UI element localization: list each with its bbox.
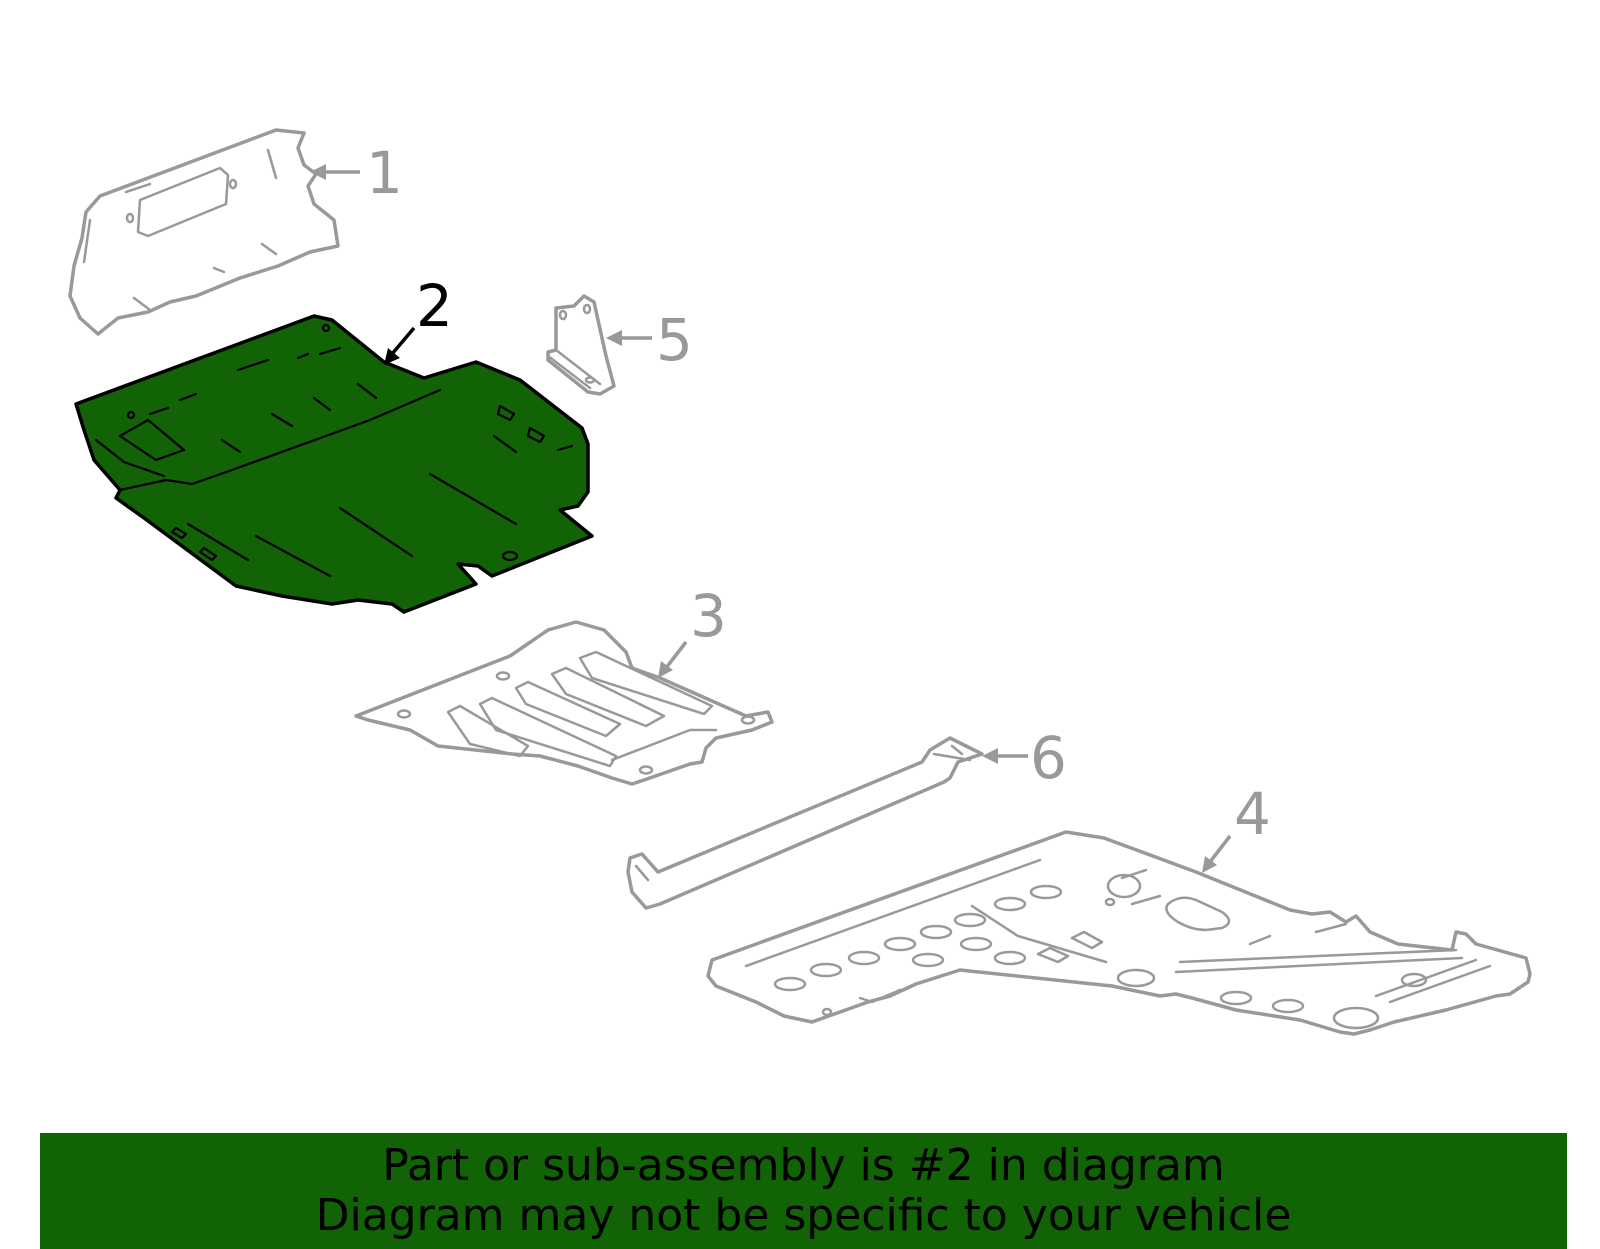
- part-1-shield[interactable]: [68, 128, 340, 336]
- callout-3-arrowhead: [658, 661, 673, 678]
- callout-1-arrowhead: [310, 164, 326, 180]
- part-4-skid-plate[interactable]: [706, 830, 1532, 1036]
- callout-2-number: 2: [416, 272, 453, 340]
- part-2-skid-plate[interactable]: [74, 314, 594, 614]
- banner-line-disclaimer: Diagram may not be specific to your vehi…: [315, 1190, 1292, 1241]
- part-2-fill: [74, 314, 594, 614]
- callout-5: 5: [606, 306, 693, 374]
- callout-6-arrowhead: [982, 748, 998, 764]
- callout-5-arrowhead: [606, 330, 622, 346]
- part-3-skid-plate[interactable]: [354, 620, 774, 786]
- callout-4-number: 4: [1234, 780, 1271, 848]
- part-6-crossbar[interactable]: [626, 736, 984, 910]
- callout-3: 3: [658, 582, 727, 678]
- callout-4: 4: [1202, 780, 1271, 873]
- callout-3-number: 3: [690, 582, 727, 650]
- callout-5-number: 5: [656, 306, 693, 374]
- callout-2: 2: [384, 272, 453, 365]
- callout-6: 6: [982, 724, 1067, 792]
- callout-4-arrowhead: [1202, 856, 1217, 873]
- callout-1: 1: [310, 139, 403, 207]
- callout-2-arrowhead: [384, 348, 400, 365]
- callout-6-number: 6: [1030, 724, 1067, 792]
- info-banner: Part or sub-assembly is #2 in diagram Di…: [40, 1133, 1567, 1249]
- part-5-bracket[interactable]: [546, 294, 616, 396]
- banner-line-part-number: Part or sub-assembly is #2 in diagram: [382, 1140, 1225, 1191]
- callout-1-number: 1: [366, 139, 403, 207]
